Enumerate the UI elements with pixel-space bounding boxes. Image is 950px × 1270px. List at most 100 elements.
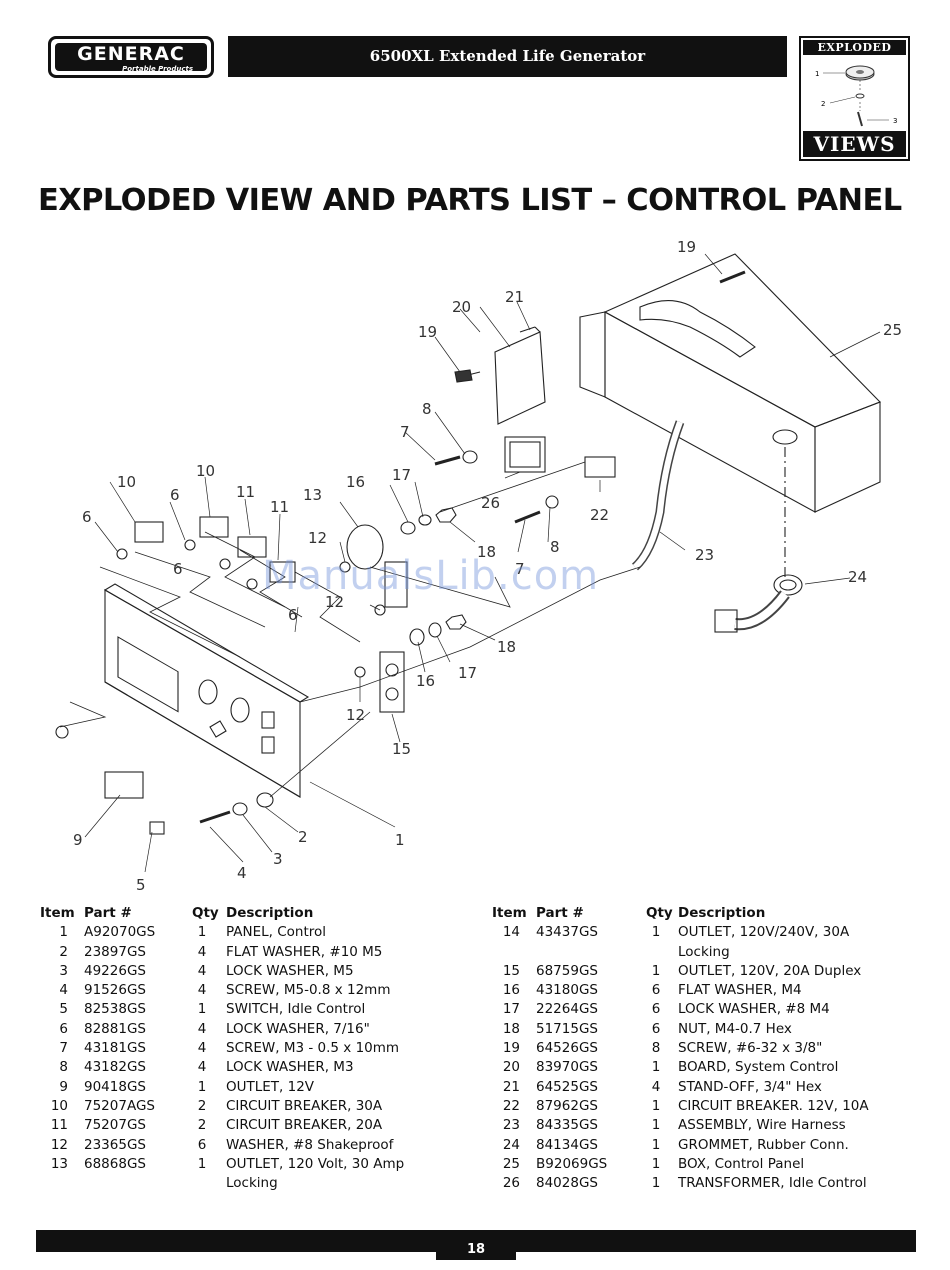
part-number: 75207GS <box>84 1117 146 1134</box>
quantity: 4 <box>197 1020 207 1037</box>
quantity: 1 <box>197 1078 207 1095</box>
outlet-drawings <box>104 524 408 835</box>
quantity: 6 <box>651 982 661 999</box>
item-number: 15 <box>502 962 520 979</box>
part-number: 82881GS <box>84 1020 146 1037</box>
quantity: 1 <box>651 1136 661 1153</box>
callout-26: 26 <box>481 494 500 512</box>
item-number: 14 <box>502 924 520 941</box>
item-number: 21 <box>502 1078 520 1095</box>
description: LOCK WASHER, 7/16" <box>226 1020 370 1037</box>
description: FLAT WASHER, M4 <box>678 982 802 999</box>
part-number: 83970GS <box>536 1059 598 1076</box>
part-number: 84335GS <box>536 1117 598 1134</box>
callout-12b: 12 <box>325 593 344 611</box>
part-number: 64525GS <box>536 1078 598 1095</box>
item-number: 9 <box>59 1078 68 1095</box>
quantity: 8 <box>651 1040 661 1057</box>
part-number: 22264GS <box>536 1001 598 1018</box>
callout-16a: 16 <box>346 473 365 491</box>
callout-4: 4 <box>237 864 247 882</box>
part-number: A92070GS <box>84 924 156 941</box>
part-number: 87962GS <box>536 1097 598 1114</box>
callout-20: 20 <box>452 298 471 316</box>
header-item: Item <box>492 905 527 921</box>
badge-top-label: EXPLODED <box>803 40 906 55</box>
exploded-views-badge: EXPLODED 1 2 3 VIEWS <box>799 36 910 161</box>
callout-18a: 18 <box>477 543 496 561</box>
description: OUTLET, 120 Volt, 30 Amp <box>226 1155 405 1172</box>
description: LOCK WASHER, M3 <box>226 1059 354 1076</box>
quantity: 1 <box>197 1155 207 1172</box>
badge-callout-3: 3 <box>893 117 897 125</box>
description: STAND-OFF, 3/4" Hex <box>678 1078 822 1095</box>
part-number: 23365GS <box>84 1136 146 1153</box>
description: PANEL, Control <box>226 924 327 941</box>
logo-tagline: Portable Products <box>122 65 193 73</box>
callout-8a: 8 <box>422 400 432 418</box>
system-board-drawing <box>454 326 546 425</box>
part-number: 43437GS <box>536 924 598 941</box>
part-number: 64526GS <box>536 1040 598 1057</box>
description: CIRCUIT BREAKER, 30A <box>226 1097 383 1114</box>
callout-9: 9 <box>73 831 83 849</box>
quantity: 1 <box>651 962 661 979</box>
description: SWITCH, Idle Control <box>226 1001 366 1018</box>
quantity: 4 <box>197 982 207 999</box>
item-number: 12 <box>50 1136 68 1153</box>
quantity: 6 <box>197 1136 207 1153</box>
badge-callout-2: 2 <box>821 100 825 108</box>
item-number: 19 <box>502 1040 520 1057</box>
logo-plate: GENERAC Portable Products <box>55 43 207 73</box>
part-number: 43181GS <box>84 1040 146 1057</box>
part-number: 43182GS <box>84 1059 146 1076</box>
quantity: 1 <box>651 1175 661 1192</box>
logo-brand-text: GENERAC <box>77 43 185 65</box>
callout-24: 24 <box>848 568 867 586</box>
badge-mini-diagram-icon: 1 2 3 <box>815 65 897 127</box>
item-number: 23 <box>502 1117 520 1134</box>
item-number: 3 <box>59 962 68 979</box>
callout-21: 21 <box>505 288 524 306</box>
item-number: 26 <box>502 1175 520 1192</box>
transformer-drawing <box>504 436 616 478</box>
assembly-lines <box>59 461 641 798</box>
breaker-drawings <box>134 516 296 583</box>
exploded-view-diagram: 1 2 3 4 5 6 6 6 6 7 7 8 8 9 10 10 11 11 … <box>55 238 902 894</box>
callout-6d: 6 <box>288 606 298 624</box>
part-number: 75207AGS <box>84 1097 155 1114</box>
part-number: 51715GS <box>536 1020 598 1037</box>
quantity: 4 <box>197 1040 207 1057</box>
callout-19b: 19 <box>418 323 437 341</box>
description: FLAT WASHER, #10 M5 <box>226 943 383 960</box>
item-number: 25 <box>502 1155 520 1172</box>
part-number: 68759GS <box>536 962 598 979</box>
description: LOCK WASHER, M5 <box>226 962 354 979</box>
header-item: Item <box>40 905 75 921</box>
callout-10b: 10 <box>196 462 215 480</box>
part-number: 90418GS <box>84 1078 146 1095</box>
callout-3: 3 <box>273 850 283 868</box>
description: Locking <box>678 943 730 960</box>
part-number: 91526GS <box>84 982 146 999</box>
item-number: 18 <box>502 1020 520 1037</box>
